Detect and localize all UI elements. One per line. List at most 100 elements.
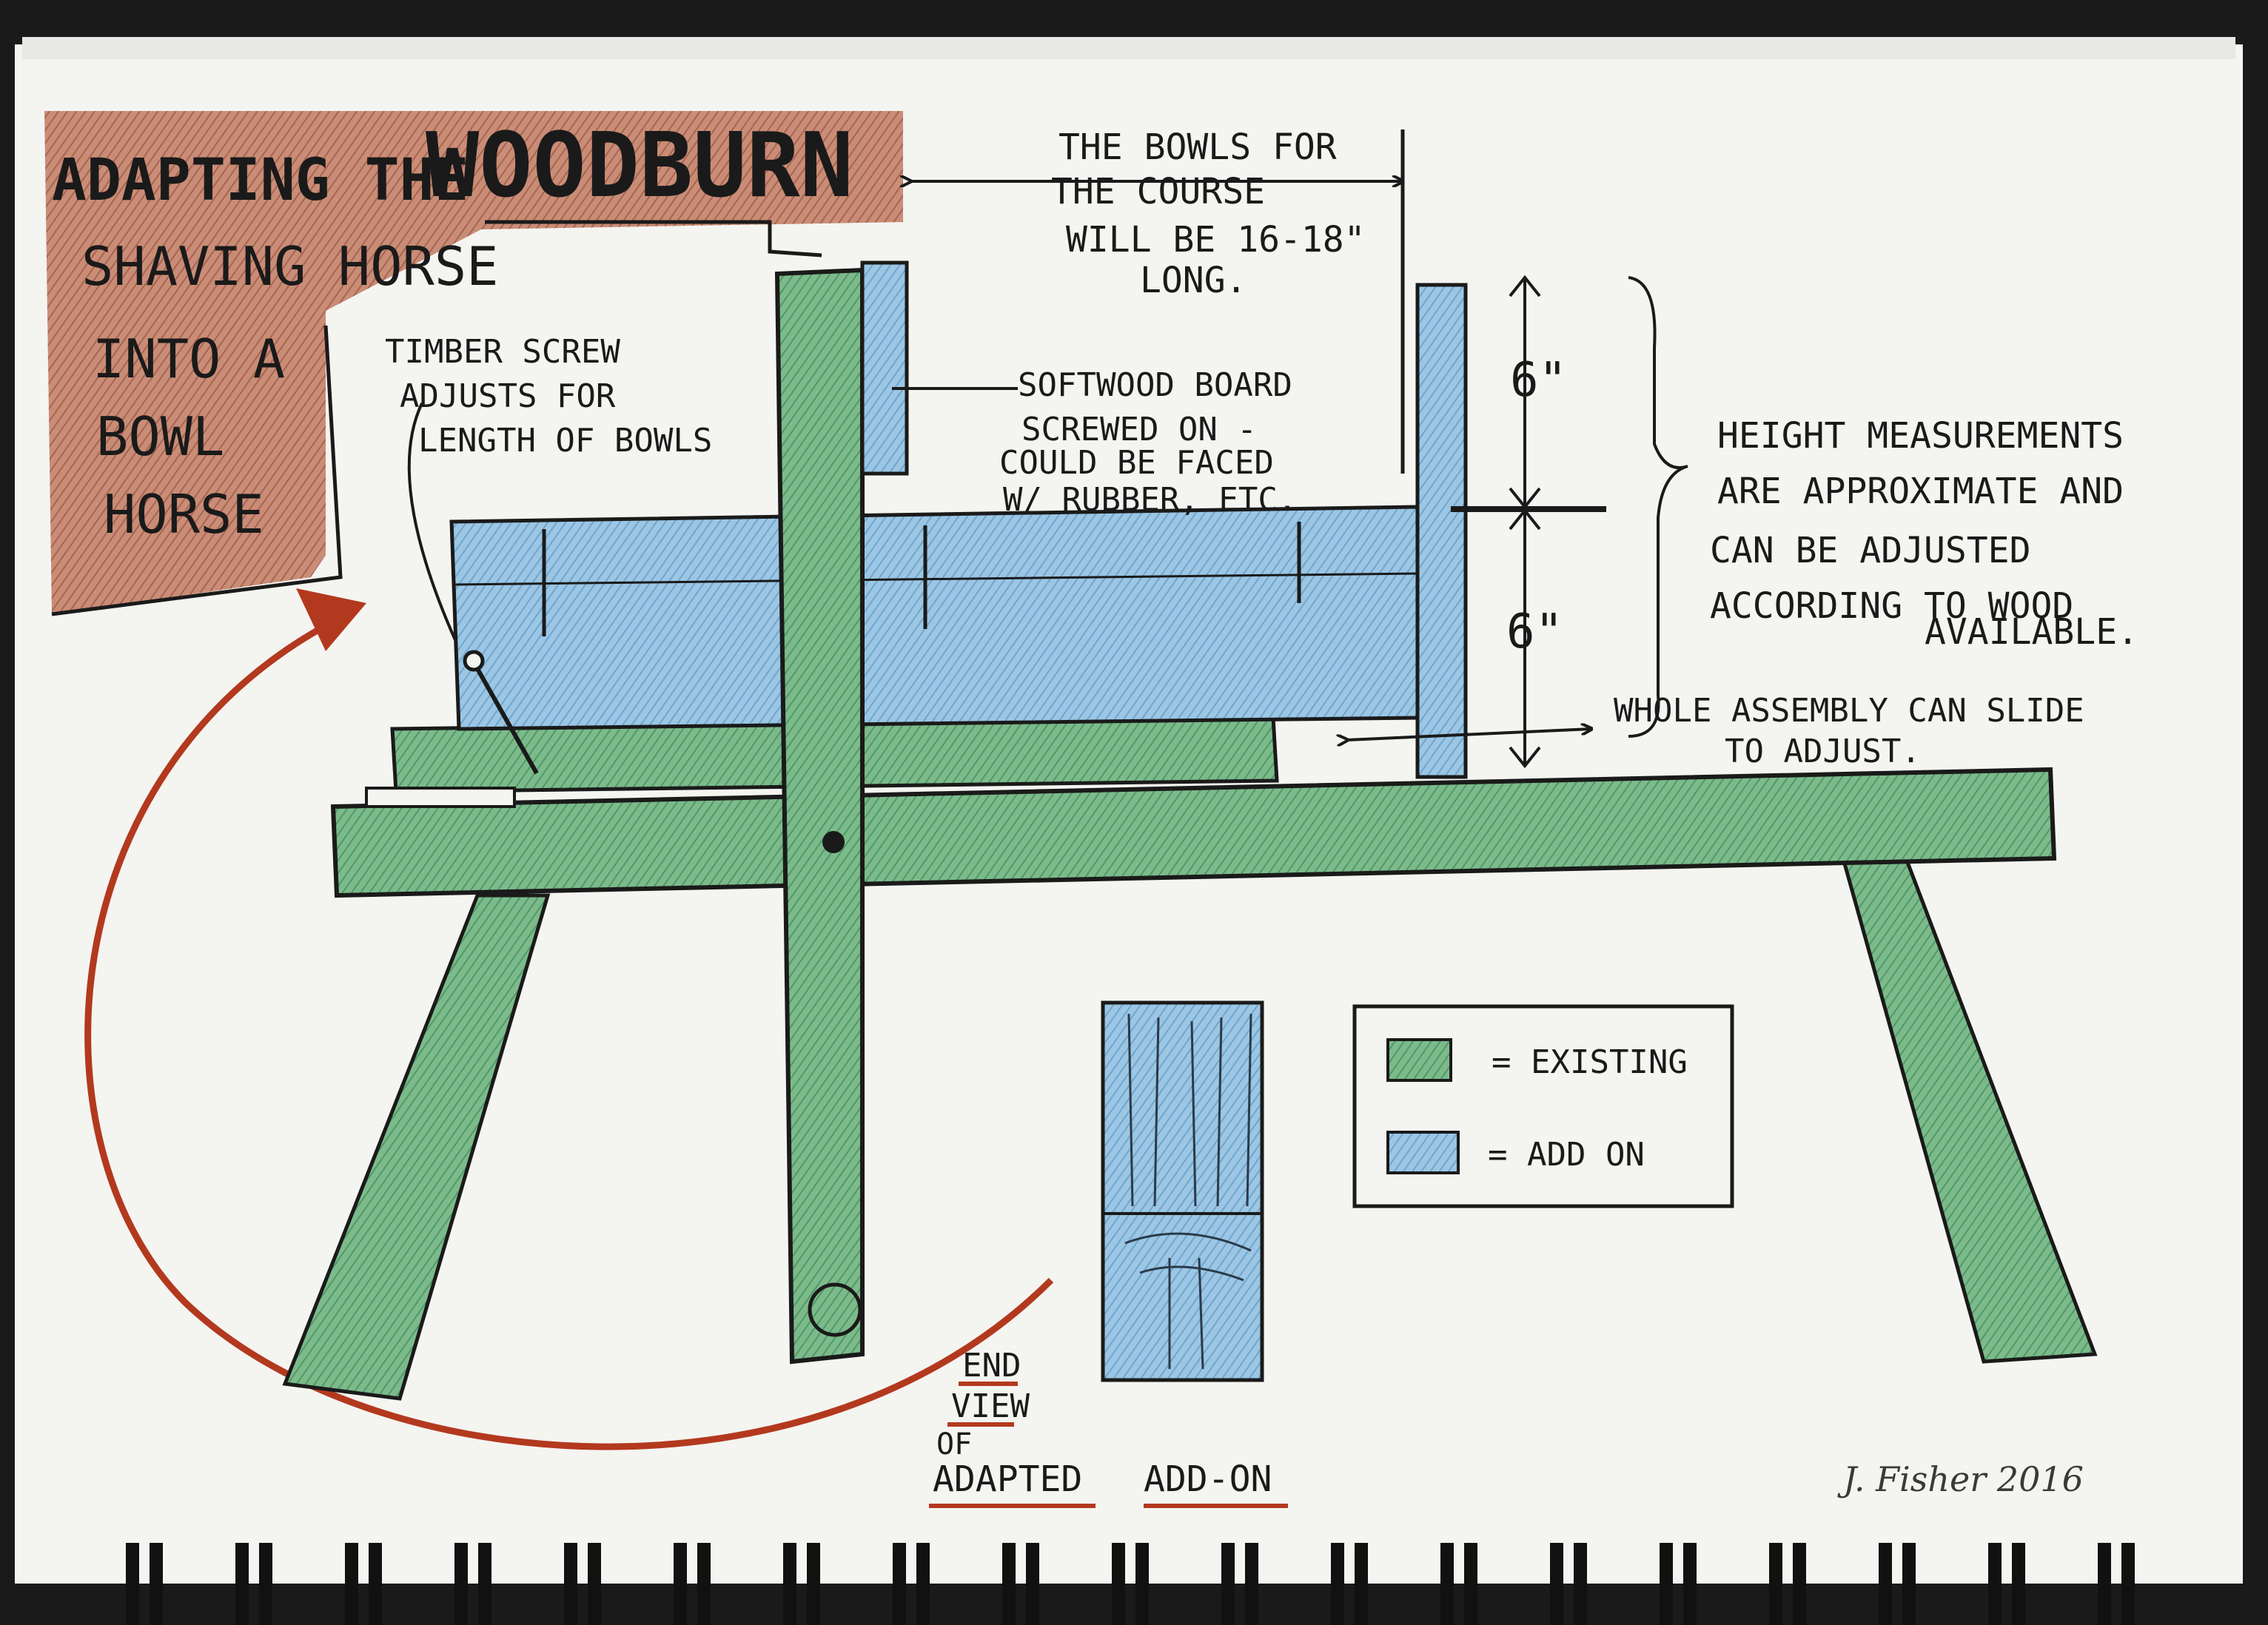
title-line1-prefix: ADAPTING THE [52, 147, 469, 214]
height-line4: ACCORDING TO WOOD [1710, 585, 2073, 627]
binding-ring [783, 1543, 796, 1625]
height-note: HEIGHT MEASUREMENTS ARE APPROXIMATE AND … [1710, 415, 2138, 653]
legend: = EXISTING = ADD ON [1352, 1004, 1734, 1208]
height-line3: CAN BE ADJUSTED [1710, 530, 2030, 571]
binding-ring [345, 1543, 358, 1625]
binding-ring [1440, 1543, 1454, 1625]
dim-arrowheads [1509, 275, 1541, 769]
timber-screw [472, 661, 539, 775]
binding-ring [2012, 1543, 2025, 1625]
softwood-line3: COULD BE FACED [999, 444, 1274, 482]
bowls-line2: THE COURSE [1051, 171, 1265, 212]
end-view-upright [1101, 1000, 1264, 1382]
height-line1: HEIGHT MEASUREMENTS [1717, 415, 2124, 457]
binding-ring [369, 1543, 382, 1625]
binding-ring [454, 1543, 468, 1625]
end-view-underlines [929, 1382, 1288, 1508]
bench-beam [330, 767, 2057, 898]
curved-arrow [84, 610, 1054, 1450]
addon-upright [1415, 283, 1468, 779]
softwood-note: SOFTWOOD BOARD SCREWED ON - COULD BE FAC… [999, 366, 1297, 519]
binding-ring [1879, 1543, 1892, 1625]
shaving-horse [282, 260, 2098, 1401]
title-brand: WOODBURN [426, 115, 853, 218]
end-view-line4b: ADD-ON [1144, 1459, 1272, 1500]
binding-ring [1769, 1543, 1782, 1625]
binding-ring [2121, 1543, 2135, 1625]
binding-ring [1135, 1543, 1149, 1625]
timber-line2: ADJUSTS FOR [400, 377, 616, 415]
end-view-caption: END VIEW OF ADAPTED ADD-ON [929, 1347, 1288, 1508]
binding-ring [697, 1543, 711, 1625]
timber-note: TIMBER SCREW ADJUSTS FOR LENGTH OF BOWLS [385, 333, 712, 460]
slide-note: WHOLE ASSEMBLY CAN SLIDE TO ADJUST. [1614, 692, 2084, 770]
binding-ring [893, 1543, 906, 1625]
legend-addon-label: = ADD ON [1488, 1136, 1645, 1174]
spiral-binding [126, 1543, 2135, 1625]
timber-line3: LENGTH OF BOWLS [418, 422, 712, 460]
binding-ring [1988, 1543, 2002, 1625]
title-block: ADAPTING THE WOODBURN SHAVING HORSE INTO… [44, 111, 903, 616]
timber-screw-head [463, 650, 485, 672]
binding-ring [807, 1543, 820, 1625]
height-brace [1628, 276, 1688, 738]
end-view-line2: VIEW [951, 1387, 1030, 1425]
binding-ring [1112, 1543, 1125, 1625]
binding-ring [1550, 1543, 1563, 1625]
slide-line2: TO ADJUST. [1725, 733, 1921, 770]
binding-ring [564, 1543, 577, 1625]
signature: J. Fisher 2016 [1837, 1459, 2084, 1499]
dim-top-label: 6" [1510, 353, 1567, 408]
dim-bottom-label: 6" [1506, 605, 1563, 659]
binding-ring [126, 1543, 139, 1625]
height-line5: AVAILABLE. [1925, 611, 2138, 653]
bowls-line1: THE BOWLS FOR [1058, 127, 1337, 168]
title-connector-line [485, 220, 822, 258]
bowls-line4: LONG. [1140, 260, 1247, 301]
binding-ring [235, 1543, 249, 1625]
title-line4: BOWL [96, 406, 224, 468]
title-line3: INTO A [93, 328, 285, 390]
softwood-line2: SCREWED ON - [1021, 411, 1257, 448]
end-view-drawing [1101, 1000, 1264, 1382]
binding-ring [1026, 1543, 1039, 1625]
end-view-line3: OF [936, 1427, 972, 1461]
title-line5: HORSE [104, 483, 264, 545]
binding-ring [916, 1543, 930, 1625]
slide-arrow [1347, 729, 1591, 740]
binding-ring [1355, 1543, 1368, 1625]
end-view-line4a: ADAPTED [933, 1459, 1082, 1500]
binding-ring [1002, 1543, 1016, 1625]
foot-peg [808, 1282, 862, 1337]
binding-ring [588, 1543, 601, 1625]
title-background [44, 111, 903, 614]
title-line2: SHAVING HORSE [81, 235, 499, 297]
binding-ring [674, 1543, 687, 1625]
title-outline [51, 325, 343, 616]
binding-ring [1574, 1543, 1587, 1625]
paper-top-edge [22, 37, 2235, 59]
binding-ring [1660, 1543, 1673, 1625]
softwood-line1: SOFTWOOD BOARD [1018, 366, 1292, 404]
bed-screws [542, 522, 1301, 636]
end-view-line1: END [962, 1347, 1021, 1385]
binding-ring [478, 1543, 491, 1625]
legend-existing-swatch [1386, 1038, 1452, 1082]
curved-arrow-head [296, 588, 366, 651]
legend-box [1352, 1004, 1734, 1208]
addon-bed [449, 505, 1420, 731]
bowls-note: THE BOWLS FOR THE COURSE WILL BE 16-18" … [1051, 127, 1366, 301]
binding-ring [2098, 1543, 2111, 1625]
pivot-pin [822, 831, 845, 853]
end-view-grain [1124, 1013, 1252, 1370]
binding-ring [1902, 1543, 1916, 1625]
timber-leader [407, 403, 457, 641]
softwood-line4: W/ RUBBER, ETC. [1003, 481, 1297, 519]
binding-ring [1221, 1543, 1235, 1625]
binding-ring [1793, 1543, 1806, 1625]
slide-line1: WHOLE ASSEMBLY CAN SLIDE [1614, 692, 2084, 730]
binding-ring [259, 1543, 272, 1625]
screw-bracket [365, 787, 516, 808]
height-line2: ARE APPROXIMATE AND [1717, 471, 2124, 512]
